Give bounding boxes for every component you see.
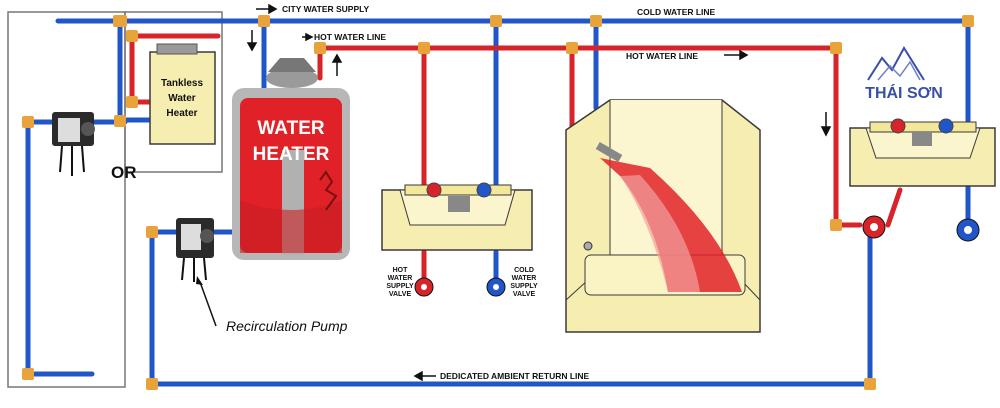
recirculation-pump: [176, 218, 214, 282]
fitting: [22, 368, 34, 380]
hot-valve-caption-4: VALVE: [389, 291, 412, 298]
arrow-head-icon: [305, 32, 314, 42]
fitting: [22, 116, 34, 128]
arrow-head-icon: [413, 370, 423, 382]
hot-valve-caption-3: SUPPLY: [386, 283, 414, 290]
arrow-head-icon: [268, 3, 278, 15]
fitting: [418, 42, 430, 54]
fitting: [314, 42, 326, 54]
right-bathroom-sink: [849, 118, 996, 187]
pump-pointer-line: [199, 281, 217, 327]
thai-son-logo: THÁI SƠN: [865, 46, 943, 102]
cold-valve-caption: COLD WATER SUPPLY VALVE: [510, 267, 538, 298]
pipe-fittings: [22, 15, 974, 390]
tankless-label-1: Tankless: [161, 78, 203, 89]
fitting: [590, 15, 602, 27]
cold-supply-valve: [486, 277, 506, 297]
return-line-label: DEDICATED AMBIENT RETURN LINE: [440, 371, 590, 381]
arrow-head-icon: [739, 49, 749, 61]
fitting: [114, 115, 126, 127]
bathroom-sink: [381, 182, 533, 251]
tankless-option-frame: [7, 11, 126, 388]
fitting: [962, 15, 974, 27]
fitting: [490, 15, 502, 27]
water-heater-label-2: HEATER: [253, 144, 330, 165]
cold-water-pipes: [25, 18, 971, 387]
tankless-label-2: Water: [168, 93, 196, 104]
hot-valve-caption: HOT WATER SUPPLY VALVE: [386, 267, 414, 298]
fitting: [113, 15, 127, 27]
fitting: [830, 42, 842, 54]
arrow-head-icon: [331, 53, 343, 63]
tankless-recirculation-pump: [52, 112, 95, 176]
arrow-head-icon: [820, 126, 832, 137]
fitting: [126, 96, 138, 108]
cold-water-line-label: COLD WATER LINE: [637, 7, 716, 17]
pump-pointer-arrow: [196, 276, 203, 285]
cold-valve-caption-1: COLD: [514, 267, 534, 274]
tankless-water-heater: Tankless Water Heater: [149, 43, 216, 145]
hot-water-line-label-2: HOT WATER LINE: [626, 51, 698, 61]
city-water-supply-label: CITY WATER SUPPLY: [282, 4, 370, 14]
cold-valve-caption-3: SUPPLY: [510, 283, 538, 290]
fitting: [864, 378, 876, 390]
hot-valve-caption-1: HOT: [393, 267, 409, 274]
tank-water-heater: WATER HEATER: [232, 58, 350, 260]
cold-valve-caption-4: VALVE: [513, 291, 536, 298]
hot-supply-valve: [414, 277, 434, 297]
fitting: [258, 15, 270, 27]
fitting: [146, 378, 158, 390]
flow-arrows: [246, 3, 832, 382]
or-label: OR: [111, 163, 137, 182]
arrow-head-icon: [246, 42, 258, 52]
fitting: [146, 226, 158, 238]
cold-valve-caption-2: WATER: [512, 275, 537, 282]
recirculation-pump-label: Recirculation Pump: [226, 318, 348, 334]
hot-valve-caption-2: WATER: [388, 275, 413, 282]
shower-stall: [565, 99, 761, 333]
water-heater-label-1: WATER: [257, 118, 324, 139]
fitting: [566, 42, 578, 54]
tankless-label-3: Heater: [166, 108, 197, 119]
hot-right-valve-line: [885, 187, 903, 228]
right-cold-valve: [956, 218, 980, 242]
right-hot-valve: [862, 215, 886, 239]
fitting: [830, 219, 842, 231]
tankless-heater-frame: [124, 11, 223, 173]
hot-water-line-label-1: HOT WATER LINE: [314, 32, 386, 42]
watermark-text: THÁI SƠN: [865, 83, 943, 102]
fitting: [126, 30, 138, 42]
